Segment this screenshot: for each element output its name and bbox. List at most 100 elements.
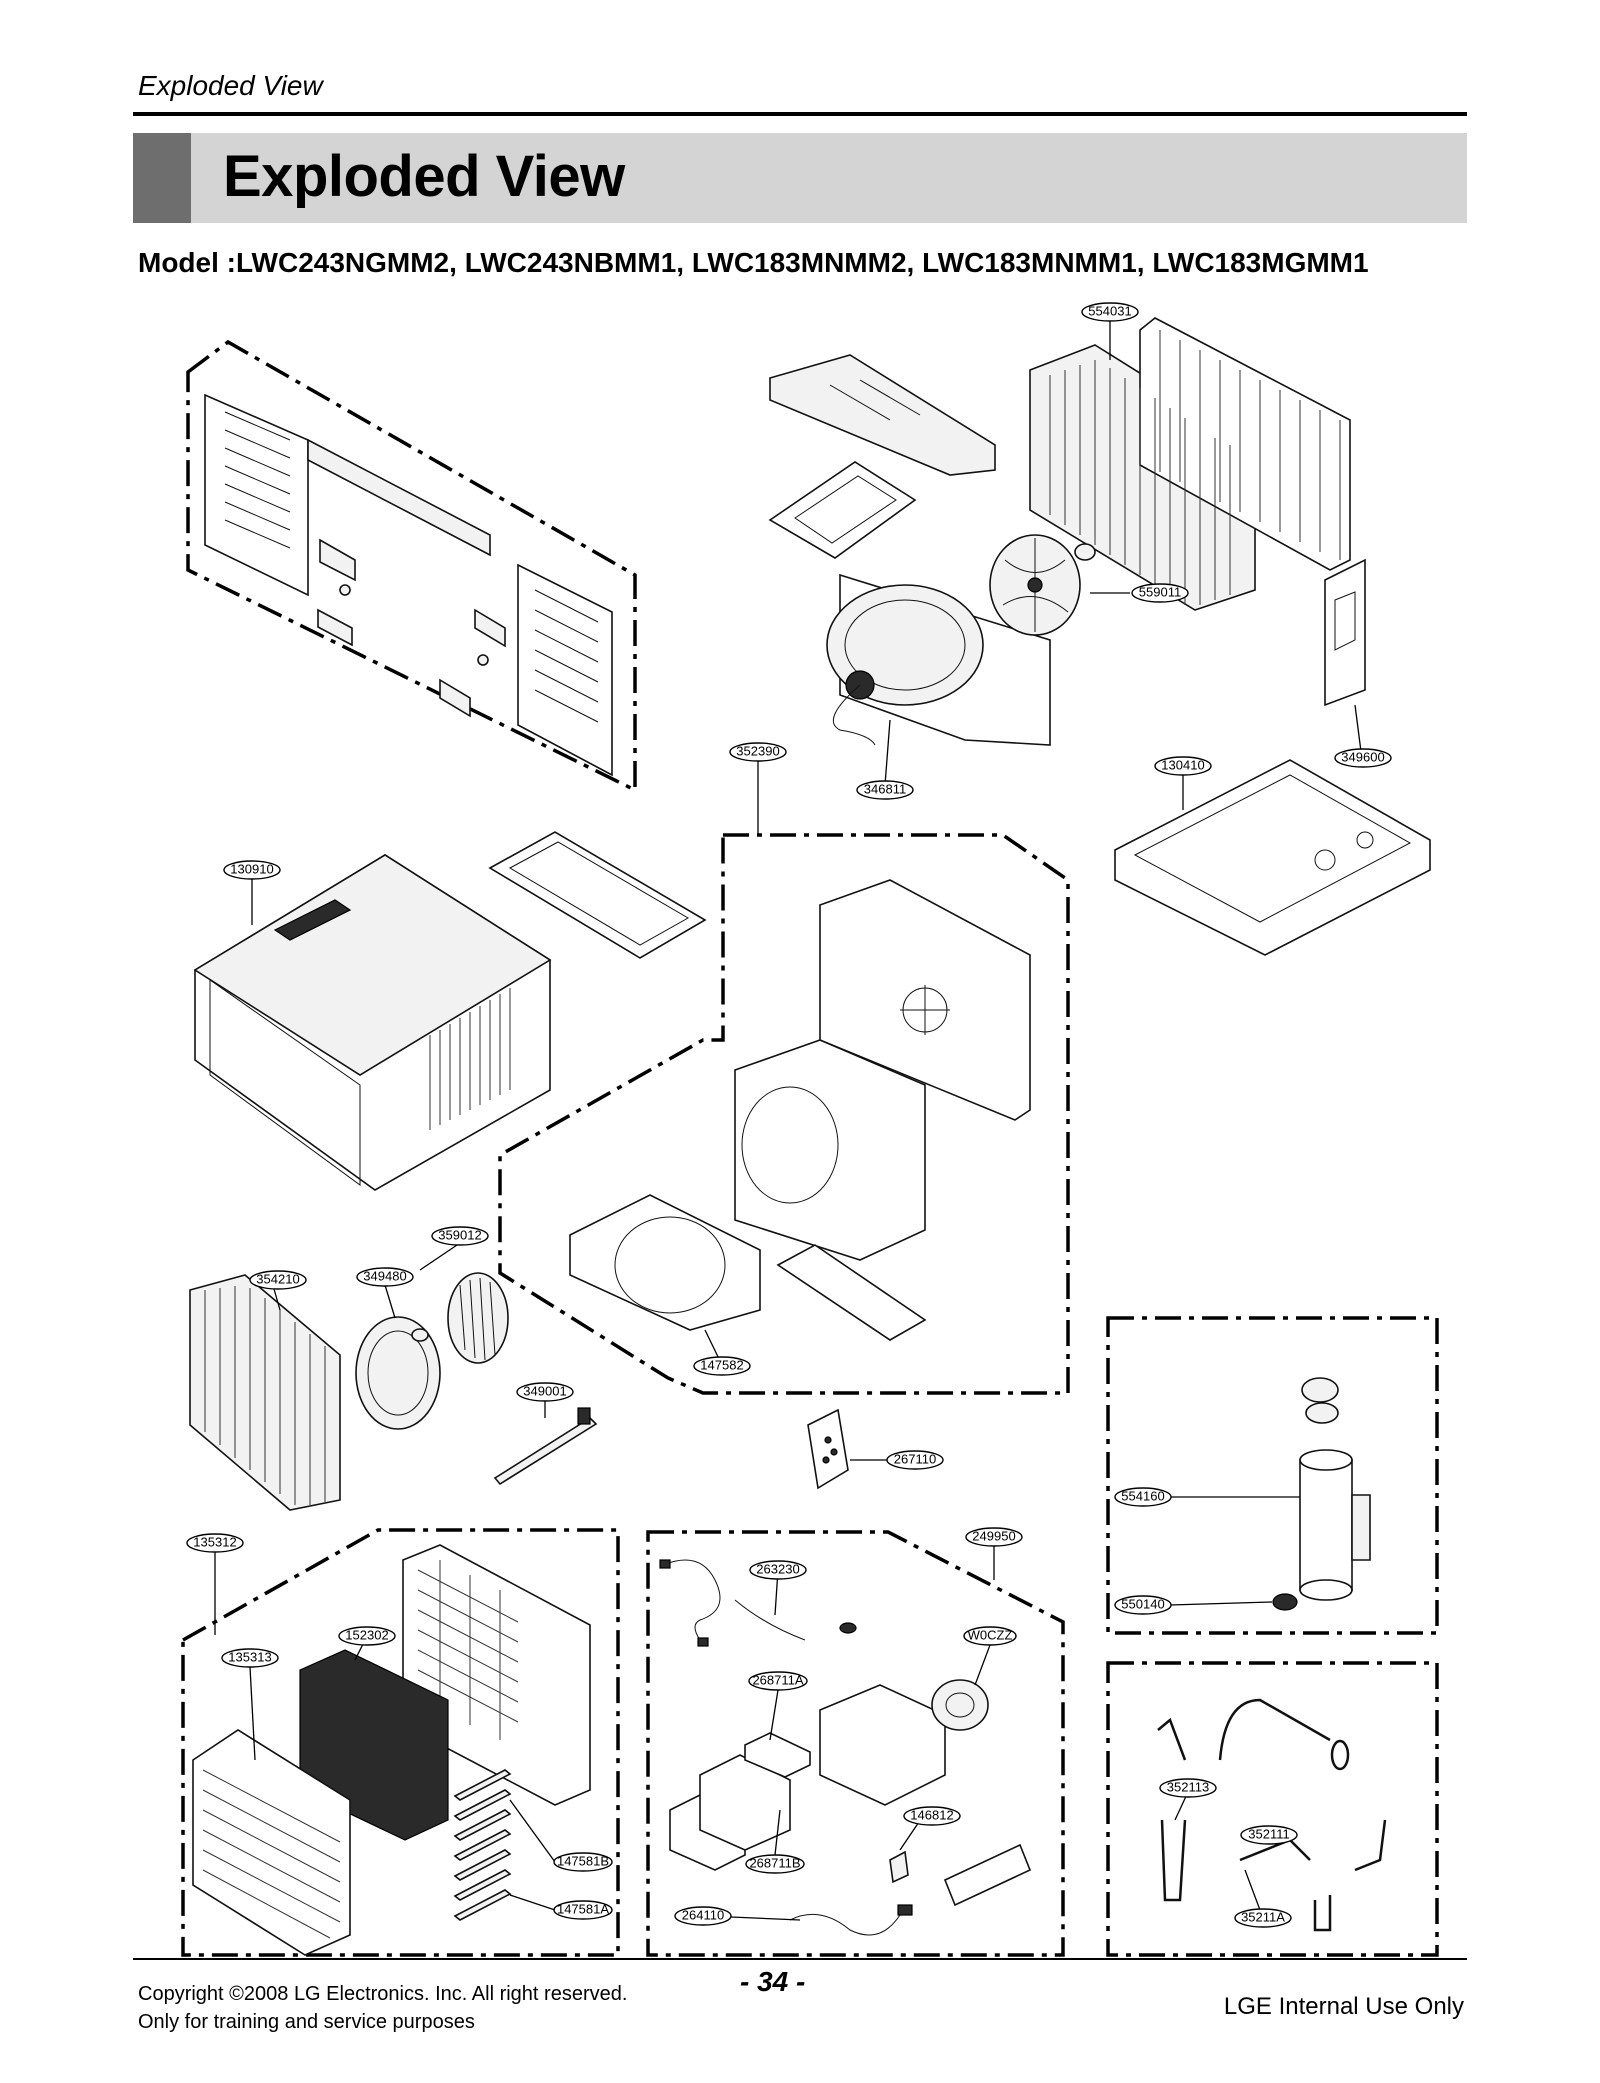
- running-header: Exploded View: [138, 70, 323, 101]
- callout-349001: 349001: [516, 1382, 574, 1402]
- callout-label-346811: 346811: [864, 781, 906, 796]
- side-curtain-frame-right: [517, 563, 613, 777]
- callout-label-352113: 352113: [1167, 1779, 1209, 1794]
- callout-349600: 349600: [1334, 748, 1392, 768]
- title-bar: Exploded View: [133, 133, 1467, 223]
- callout-263230: 263230: [749, 1560, 807, 1580]
- sensor-wire: [734, 1599, 857, 1641]
- scroll-housing: [734, 1039, 926, 1261]
- callout-label-147582: 147582: [700, 1357, 743, 1372]
- callout-346811: 346811: [856, 780, 914, 800]
- callout-label-267110: 267110: [894, 1451, 936, 1466]
- compressor: [1272, 1377, 1371, 1611]
- callout-147582: 147582: [693, 1356, 751, 1376]
- internal-use-label: LGE Internal Use Only: [1223, 1993, 1464, 2020]
- fan-orifice-front: [569, 1194, 761, 1331]
- relay-cover: [889, 1843, 1032, 1907]
- group-border-refrigerant-tubes: [1106, 1661, 1439, 1957]
- callout-label-359012: 359012: [438, 1227, 481, 1242]
- callout-label-349480: 349480: [363, 1268, 406, 1283]
- callout-label-559011: 559011: [1139, 584, 1181, 599]
- callout-135312: 135312: [186, 1533, 244, 1553]
- blower-wheel: [411, 1272, 509, 1364]
- condenser-coil: [1029, 317, 1351, 611]
- callout-249950: 249950: [965, 1527, 1023, 1547]
- callout-label-152302: 152302: [345, 1627, 388, 1642]
- callout-label-135313: 135313: [228, 1649, 271, 1664]
- header-rule: [133, 112, 1467, 116]
- group-border-front-grille: [181, 1528, 620, 1957]
- front-grille-cover: [192, 1729, 351, 1956]
- callout-354210: 354210: [249, 1270, 307, 1290]
- callout-label-268711A: 268711A: [752, 1672, 803, 1687]
- copyright: Copyright ©2008 LG Electronics. Inc. All…: [138, 1980, 627, 2036]
- callout-352113: 352113: [1159, 1778, 1217, 1798]
- exploded-view-diagram: 554031 559011 352390 346811 130410 34960…: [181, 302, 1439, 1957]
- callout-359012: 359012: [431, 1226, 489, 1246]
- callout-label-352111: 352111: [1248, 1826, 1289, 1841]
- blower-ring: [355, 1316, 441, 1430]
- leader-lines: [214, 320, 1364, 1921]
- callout-label-130410: 130410: [1161, 757, 1204, 772]
- wire-harness: [659, 1559, 721, 1647]
- callout-label-550140: 550140: [1121, 1596, 1164, 1611]
- callout-label-130910: 130910: [230, 861, 273, 876]
- fan-motor-bracket: [1324, 558, 1366, 707]
- remote-control: [807, 1408, 849, 1490]
- drain-pan: [776, 1244, 927, 1341]
- copyright-line-1: Copyright ©2008 LG Electronics. Inc. All…: [138, 1983, 628, 2005]
- callout-35211A: 35211A: [1234, 1908, 1292, 1928]
- callout-559011: 559011: [1131, 583, 1189, 603]
- callout-label-354210: 354210: [256, 1271, 299, 1286]
- callout-label-264110: 264110: [682, 1907, 724, 1922]
- copyright-line-2: Only for training and service purposes: [138, 2011, 475, 2033]
- power-cord: [789, 1904, 913, 1936]
- base-pan: [1114, 759, 1431, 956]
- refrigerant-tubes: [1157, 1698, 1387, 1932]
- air-guide-plate: [488, 831, 707, 959]
- callout-label-135312: 135312: [193, 1534, 236, 1549]
- callout-label-146812: 146812: [910, 1807, 953, 1822]
- callout-152302: 152302: [338, 1626, 396, 1646]
- evaporator-frame: [819, 879, 1031, 1121]
- callout-label-352390: 352390: [736, 743, 779, 758]
- callout-550140: 550140: [1114, 1595, 1172, 1615]
- side-curtain-frame-left: [204, 393, 491, 597]
- group-border-control: [646, 1530, 1065, 1957]
- callout-264110: 264110: [674, 1906, 732, 1926]
- motor-mount-plate: [768, 461, 917, 559]
- group-border-front-frame: [186, 339, 637, 793]
- axial-fan-blade: [989, 534, 1096, 636]
- callout-352111: 352111: [1240, 1825, 1298, 1845]
- callout-label-249950: 249950: [972, 1528, 1015, 1543]
- callout-130910: 130910: [223, 860, 281, 880]
- title-tab: [133, 133, 191, 223]
- front-grille-frame: [402, 1544, 591, 1806]
- cabinet: [193, 854, 552, 1191]
- callout-label-147581B: 147581B: [557, 1853, 609, 1868]
- window-brackets: [317, 538, 506, 718]
- callout-label-554031: 554031: [1088, 303, 1131, 318]
- callout-label-147581A: 147581A: [557, 1901, 609, 1916]
- callout-label-349001: 349001: [523, 1383, 566, 1398]
- callout-130410: 130410: [1154, 756, 1212, 776]
- callout-label-W0CZZ: W0CZZ: [968, 1627, 1013, 1642]
- callout-label-349600: 349600: [1341, 749, 1384, 764]
- callout-268711B: 268711B: [745, 1854, 805, 1874]
- callout-554031: 554031: [1081, 302, 1139, 322]
- callout-352390: 352390: [729, 742, 787, 762]
- model-line: Model :LWC243NGMM2, LWC243NBMM1, LWC183M…: [138, 247, 1369, 278]
- fan-shaft-heater: [493, 1407, 598, 1486]
- footer-rule: [133, 1958, 1467, 1960]
- callout-135313: 135313: [221, 1648, 279, 1668]
- evaporator-coil: [189, 1274, 341, 1511]
- callout-349480: 349480: [356, 1267, 414, 1287]
- callout-label-554160: 554160: [1121, 1488, 1164, 1503]
- callout-267110: 267110: [886, 1450, 944, 1470]
- callout-147581A: 147581A: [553, 1900, 613, 1920]
- callout-147581B: 147581B: [553, 1852, 613, 1872]
- group-border-fan-assembly: [498, 833, 1070, 1395]
- top-cover-plate: [769, 354, 996, 476]
- control-box: [819, 1679, 989, 1806]
- callout-W0CZZ: W0CZZ: [963, 1626, 1017, 1646]
